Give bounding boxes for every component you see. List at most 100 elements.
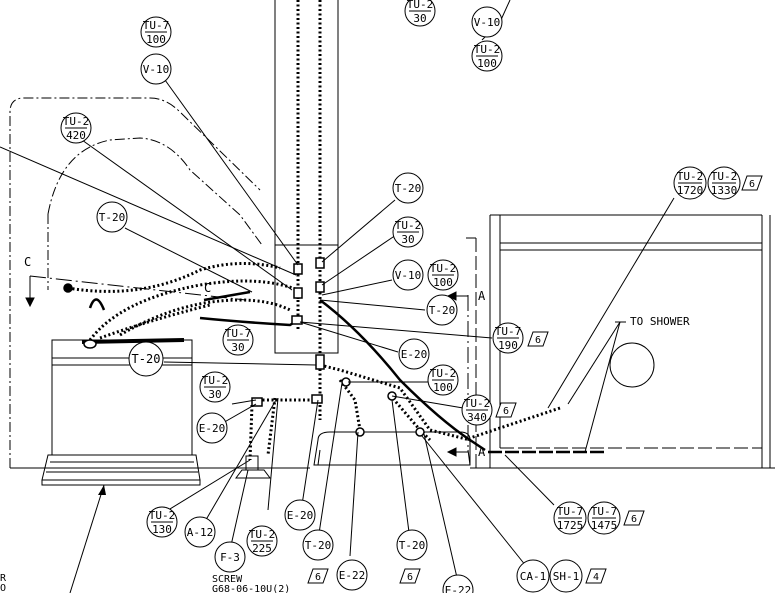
- svg-text:T-20: T-20: [132, 352, 161, 366]
- edge-text-r: R: [0, 573, 7, 584]
- callout-tu2-420: TU-2 420: [60, 112, 92, 144]
- circle-v10-mid: V-10: [392, 259, 424, 291]
- svg-text:A-12: A-12: [187, 526, 214, 539]
- flag-six-d: 6: [623, 510, 645, 526]
- circle-v10-left: V-10: [140, 53, 172, 85]
- svg-text:V-10: V-10: [143, 63, 170, 76]
- callout-bottom: 1720: [677, 184, 704, 197]
- svg-text:CA-1: CA-1: [520, 570, 547, 583]
- callout-tu7-1475: TU-7 1475: [587, 501, 621, 535]
- callout-tu2-225: TU-2 225: [246, 525, 278, 557]
- circle-f3: F-3: [214, 541, 246, 573]
- section-markers: [25, 275, 469, 457]
- svg-text:6: 6: [631, 514, 637, 525]
- callout-top: TU-7: [143, 19, 170, 32]
- circle-e20-left: E-20: [196, 412, 228, 444]
- section-c-left-label: C: [24, 255, 31, 269]
- circle-t20-bottom-b: T-20: [396, 529, 428, 561]
- svg-text:E-20: E-20: [401, 348, 428, 361]
- callout-top: TU-7: [591, 505, 618, 518]
- flag-six-a: 6: [741, 175, 763, 191]
- edge-text-o: O: [0, 583, 6, 593]
- callout-bottom: 1475: [591, 519, 618, 532]
- callout-tu2-340: TU-2 340: [461, 394, 493, 426]
- callout-top: TU-2: [430, 262, 457, 275]
- callout-bottom: 30: [401, 233, 414, 246]
- callout-bottom: 100: [433, 276, 453, 289]
- svg-text:6: 6: [407, 572, 413, 583]
- pipe-solid: [81, 290, 605, 454]
- callout-tu7-100: TU-7 100: [140, 16, 172, 48]
- screw-label: SCREW: [212, 574, 243, 585]
- callout-top: TU-2: [202, 374, 229, 387]
- section-c-mid-label: C: [204, 281, 211, 295]
- svg-text:6: 6: [749, 179, 755, 190]
- callout-bottom: 30: [413, 12, 426, 25]
- to-shower-label: TO SHOWER: [630, 315, 690, 328]
- callout-top: TU-2: [430, 367, 457, 380]
- callout-tu2-30-low: TU-2 30: [199, 371, 231, 403]
- callout-top: TU-2: [249, 528, 276, 541]
- leader-arrowhead: [98, 485, 106, 495]
- flag-four: 4: [585, 568, 607, 584]
- pipe-fittings: [63, 257, 425, 437]
- circle-e22-b: E-22: [442, 574, 474, 593]
- flag-six-b: 6: [527, 331, 549, 347]
- callout-top: TU-2: [407, 0, 434, 11]
- callout-top: TU-2: [63, 115, 90, 128]
- flag-six-c: 6: [495, 402, 517, 418]
- svg-text:T-20: T-20: [429, 304, 456, 317]
- svg-text:T-20: T-20: [399, 539, 426, 552]
- callout-tu2-1330: TU-2 1330: [707, 166, 741, 200]
- svg-text:T-20: T-20: [305, 539, 332, 552]
- callout-top: TU-2: [464, 397, 491, 410]
- flag-six-e: 6: [307, 568, 329, 584]
- svg-text:E-22: E-22: [339, 569, 366, 582]
- circle-v10-top-right: V-10: [471, 6, 503, 38]
- callout-top: TU-2: [677, 170, 704, 183]
- callout-bottom: 1725: [557, 519, 584, 532]
- svg-text:6: 6: [535, 335, 541, 346]
- structure-outlines: [9, 0, 775, 486]
- circle-sh1: SH-1: [549, 559, 583, 593]
- callout-bottom: 340: [467, 411, 487, 424]
- callout-top: TU-2: [395, 219, 422, 232]
- callout-tu2-100-top: TU-2 100: [471, 40, 503, 72]
- svg-text:6: 6: [315, 572, 321, 583]
- svg-text:T-20: T-20: [395, 182, 422, 195]
- svg-text:6: 6: [503, 406, 509, 417]
- screw-part-number: G68-06-10U(2): [212, 584, 290, 593]
- circle-ca1: CA-1: [516, 559, 550, 593]
- svg-text:E-22: E-22: [445, 584, 472, 593]
- callout-tu7-190: TU-7 190: [492, 322, 524, 354]
- flag-six-f: 6: [399, 568, 421, 584]
- callout-bottom: 30: [231, 341, 244, 354]
- leader-lines: [0, 0, 675, 593]
- svg-text:V-10: V-10: [474, 16, 501, 29]
- callout-top: TU-7: [225, 327, 252, 340]
- callout-top: TU-7: [495, 325, 522, 338]
- svg-text:4: 4: [593, 572, 599, 583]
- callout-tu7-30: TU-7 30: [222, 324, 254, 356]
- callout-bottom: 100: [477, 57, 497, 70]
- section-a-upper-label: A: [478, 289, 486, 303]
- svg-text:SH-1: SH-1: [553, 570, 580, 583]
- circle-e22-a: E-22: [336, 559, 368, 591]
- callout-top: TU-2: [474, 43, 501, 56]
- callout-top: TU-2: [711, 170, 738, 183]
- callout-bottom: 225: [252, 542, 272, 555]
- callout-bottom: 30: [208, 388, 221, 401]
- callout-bottom: 130: [152, 523, 172, 536]
- svg-text:V-10: V-10: [395, 269, 422, 282]
- circle-t20-mid-right: T-20: [426, 294, 458, 326]
- svg-text:T-20: T-20: [99, 211, 126, 224]
- callout-tu2-100-low: TU-2 100: [427, 364, 459, 396]
- pipe-runs: [67, 0, 561, 461]
- callout-bottom: 1330: [711, 184, 738, 197]
- circle-t20-low-left: T-20: [128, 341, 164, 377]
- circle-t20-bottom-a: T-20: [302, 529, 334, 561]
- circle-t20-upper: T-20: [392, 172, 424, 204]
- section-a-lower-label: A: [478, 445, 486, 459]
- circle-t20-left: T-20: [96, 201, 128, 233]
